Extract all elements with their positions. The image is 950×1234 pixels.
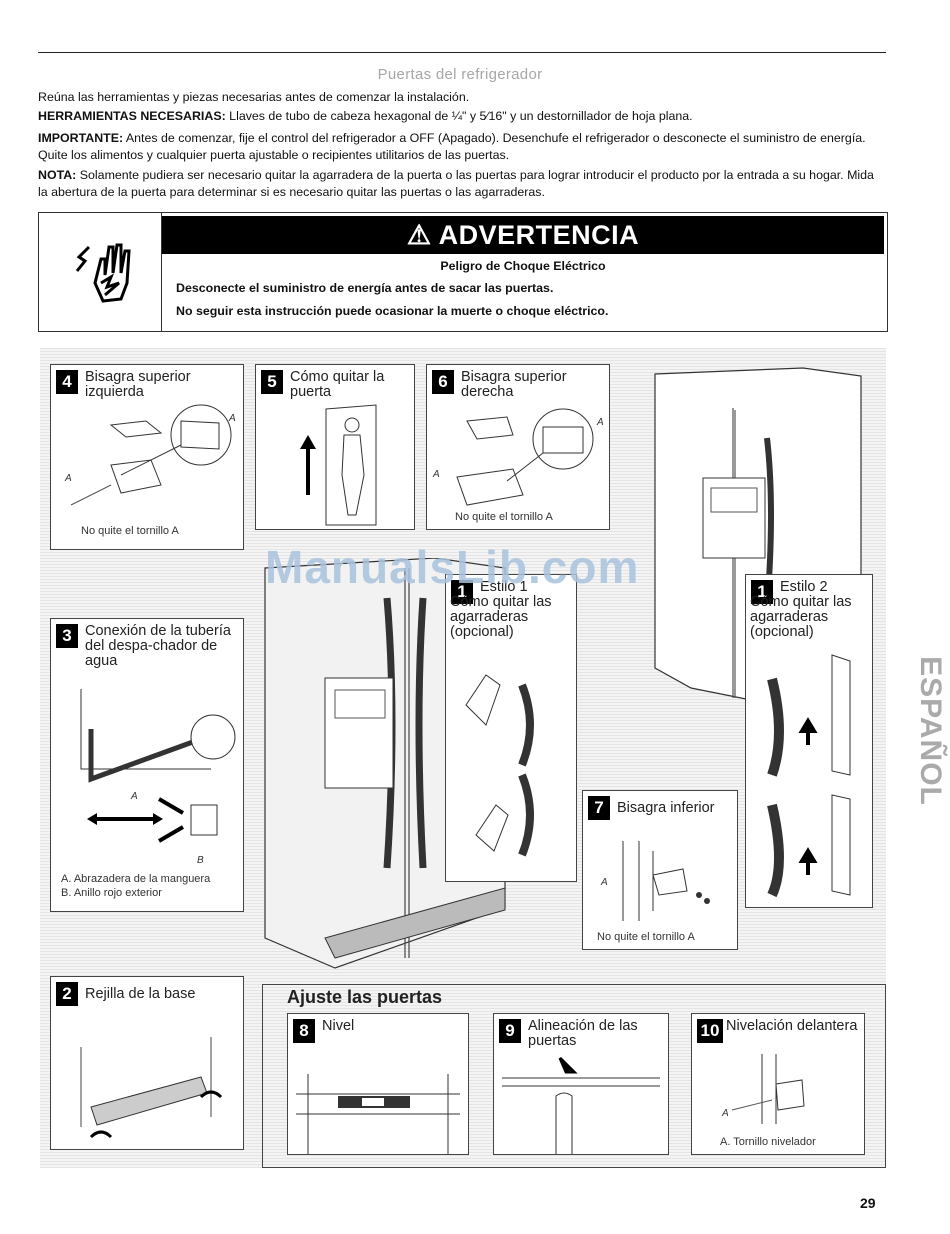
step-caption: No quite el tornillo A: [597, 931, 695, 943]
step-title: Estilo 2 Cómo quitar las agarraderas (op…: [750, 579, 852, 640]
step-number: 3: [56, 624, 78, 648]
step-10-panel: 10 Nivelación delantera A A. Tornillo ni…: [691, 1013, 865, 1155]
water-line-connection-drawing: [80, 689, 236, 843]
caption-b: B. Anillo rojo exterior: [61, 887, 162, 899]
note-label: NOTA:: [38, 168, 77, 182]
language-side-tab: ESPAÑOL: [897, 640, 947, 830]
label-a: A: [601, 877, 608, 888]
step-number: 4: [56, 370, 78, 394]
upper-right-hinge-drawing: [456, 408, 594, 506]
lower-hinge-drawing: [622, 841, 710, 921]
upper-left-hinge-drawing: [70, 404, 232, 506]
step-title: Nivel: [322, 1018, 355, 1034]
tools-label: HERRAMIENTAS NECESARIAS:: [38, 109, 226, 123]
step-number: 8: [293, 1019, 315, 1043]
step-7-panel: 7 Bisagra inferior A No quite el tornill…: [582, 790, 738, 950]
warning-box: ⚠ ADVERTENCIA Peligro de Choque Eléctric…: [38, 212, 888, 332]
step-title: Cómo quitar la puerta: [290, 369, 385, 400]
step-number: 7: [588, 796, 610, 820]
step-title: Alineación de las puertas: [528, 1018, 638, 1049]
step-1-style-2-panel: 1 Estilo 2 Cómo quitar las agarraderas (…: [745, 574, 873, 908]
person-removing-door-drawing: [300, 404, 377, 526]
step-3-panel: 3 Conexión de la tubería del despa-chado…: [50, 618, 244, 912]
door-alignment-drawing: [502, 1056, 660, 1154]
warning-line-2: No seguir esta instrucción puede ocasion…: [176, 304, 609, 318]
page-title: Puertas del refrigerador: [377, 66, 543, 83]
important-paragraph: IMPORTANTE: Antes de comenzar, fije el c…: [38, 130, 886, 163]
step-number: 5: [261, 370, 283, 394]
step-number: 9: [499, 1019, 521, 1043]
top-rule: [38, 52, 886, 53]
label-a: A: [65, 473, 72, 484]
step-number: 6: [432, 370, 454, 394]
step-number: 2: [56, 982, 78, 1006]
handle-removal-style-1-drawing: [465, 674, 534, 857]
watermark: ManualsLib.com: [265, 541, 640, 593]
caption-a: A. Abrazadera de la manguera: [61, 873, 211, 885]
label-a: A: [229, 413, 236, 424]
front-leveling-drawing: [731, 1054, 805, 1124]
step-caption: A. Tornillo nivelador: [720, 1136, 816, 1148]
handle-removal-style-2-drawing: [767, 654, 851, 898]
electric-shock-hand-icon: [75, 243, 131, 303]
page-number: 29: [860, 1195, 876, 1211]
note-text: Solamente pudiera ser necesario quitar l…: [38, 168, 874, 199]
important-label: IMPORTANTE:: [38, 131, 124, 145]
warning-icon-cell: [39, 213, 162, 331]
step-title: Nivelación delantera: [726, 1018, 858, 1034]
label-a: A: [722, 1108, 729, 1119]
step-9-panel: 9 Alineación de las puertas: [493, 1013, 669, 1155]
warning-line-1: Desconecte el suministro de energía ante…: [176, 281, 554, 295]
step-number: 1: [451, 580, 473, 604]
tools-text: Llaves de tubo de cabeza hexagonal de ¼"…: [229, 109, 693, 123]
tools-paragraph: HERRAMIENTAS NECESARIAS: Llaves de tubo …: [38, 108, 886, 125]
label-b: B: [197, 855, 204, 866]
step-6-panel: 6 Bisagra superior derecha A A No quite …: [426, 364, 610, 530]
language-label: ESPAÑOL: [914, 656, 947, 806]
note-paragraph: NOTA: Solamente pudiera ser necesario qu…: [38, 167, 886, 200]
step-title: Bisagra inferior: [617, 800, 715, 816]
step-title: Estilo 1 Cómo quitar las agarraderas (op…: [450, 579, 552, 640]
step-1-style-1-panel: 1 Estilo 1 Cómo quitar las agarraderas (…: [445, 574, 577, 882]
warning-banner: ⚠ ADVERTENCIA: [162, 216, 884, 254]
step-title: Bisagra superior izquierda: [85, 369, 191, 400]
step-caption: No quite el tornillo A: [455, 511, 553, 523]
important-text: Antes de comenzar, fije el control del r…: [38, 131, 866, 162]
warning-banner-text: ADVERTENCIA: [438, 220, 640, 250]
label-a: A: [433, 469, 440, 480]
adjust-doors-section: Ajuste las puertas 8 Nivel 9 Alineación …: [262, 984, 886, 1168]
step-number: 1: [751, 580, 773, 604]
step-2-panel: 2 Rejilla de la base: [50, 976, 244, 1150]
step-title: Bisagra superior derecha: [461, 369, 567, 400]
step-5-panel: 5 Cómo quitar la puerta: [255, 364, 415, 530]
warning-triangle-icon: ⚠: [406, 220, 432, 250]
adjust-doors-title: Ajuste las puertas: [287, 987, 443, 1007]
step-title: Conexión de la tubería del despa-chador …: [85, 623, 231, 669]
step-title: Rejilla de la base: [85, 986, 196, 1002]
warning-subtitle: Peligro de Choque Eléctrico: [440, 259, 606, 273]
label-a: A: [131, 791, 138, 802]
base-grille-drawing: [80, 1037, 223, 1139]
step-number: 10: [697, 1019, 723, 1043]
level-drawing: [296, 1074, 460, 1154]
step-4-panel: 4 Bisagra superior izquierda A A No quit…: [50, 364, 244, 550]
label-a: A: [597, 417, 604, 428]
step-caption: No quite el tornillo A: [81, 525, 179, 537]
intro-line: Reúna las herramientas y piezas necesari…: [38, 90, 470, 104]
door-removal-diagram: 4 Bisagra superior izquierda A A No quit…: [40, 348, 886, 1168]
step-8-panel: 8 Nivel: [287, 1013, 469, 1155]
